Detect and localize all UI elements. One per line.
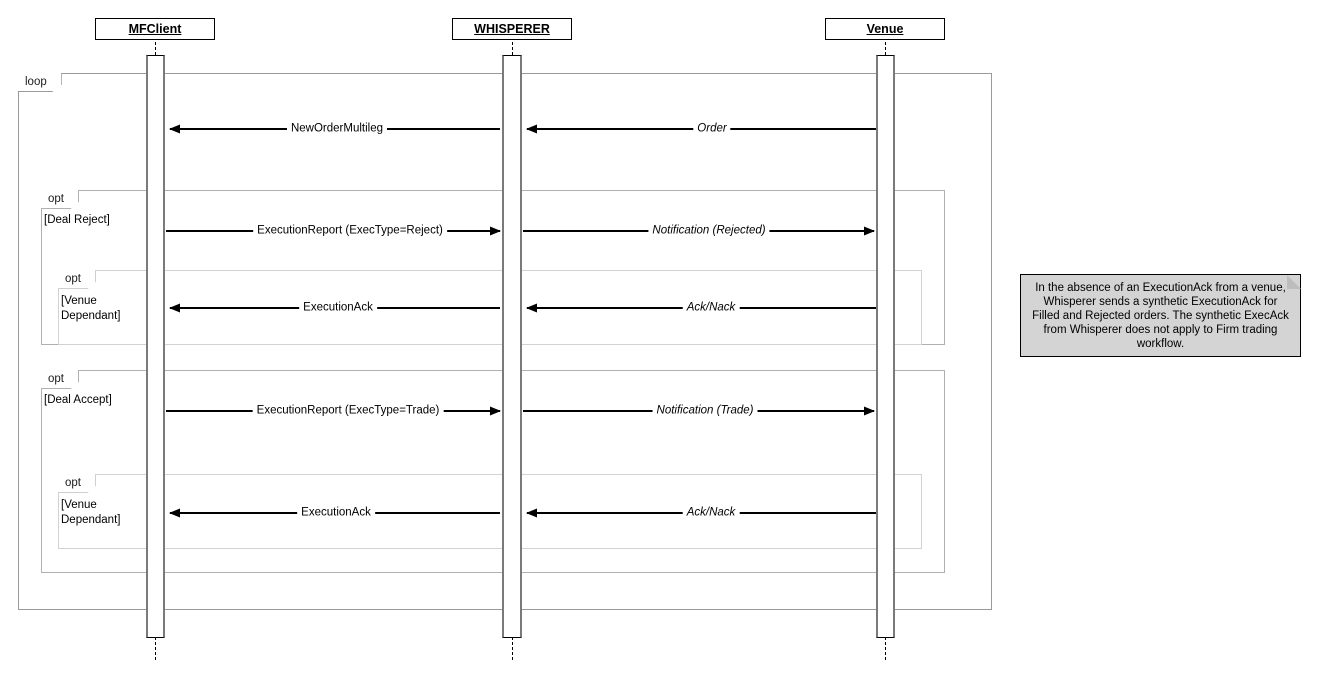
participant-label-venue: Venue [866, 22, 904, 36]
message-label-acknack-2: Ack/Nack [682, 506, 740, 520]
participant-mfclient[interactable]: MFClient [95, 18, 215, 40]
note-fold-corner-icon [1287, 275, 1301, 289]
activation-bar-mfclient [146, 55, 165, 638]
message-label-notification-rejected: Notification (Rejected) [648, 224, 770, 238]
fragment-loop-operator-tab: loop [18, 73, 62, 92]
fragment-opt-deal-accept [41, 370, 945, 573]
fragment-opt-deal-reject-guard: [Deal Reject] [44, 214, 110, 226]
message-label-executionreport-reject: ExecutionReport (ExecType=Reject) [253, 224, 447, 238]
message-label-notification-trade: Notification (Trade) [652, 404, 758, 418]
fragment-opt-venue-dependant-1-guard: [Venue Dependant] [61, 295, 121, 322]
message-label-executionack-1: ExecutionAck [299, 301, 377, 315]
fragment-opt-deal-accept-guard: [Deal Accept] [44, 394, 112, 406]
fragment-opt-venue-dependant-2-operator-tab: opt [58, 474, 96, 493]
fragment-opt-venue-dependant-1 [58, 270, 922, 345]
participant-venue[interactable]: Venue [825, 18, 945, 40]
note-synthetic-execack: In the absence of an ExecutionAck from a… [1020, 274, 1301, 357]
message-label-order: Order [693, 122, 731, 136]
fragment-opt-venue-dependant-1-operator-label: opt [65, 273, 81, 285]
fragment-opt-deal-accept-operator-label: opt [48, 373, 64, 385]
participant-whisperer[interactable]: WHISPERER [452, 18, 572, 40]
participant-label-whisperer: WHISPERER [474, 22, 550, 36]
activation-bar-venue [876, 55, 895, 638]
message-label-executionreport-trade: ExecutionReport (ExecType=Trade) [252, 404, 444, 418]
fragment-opt-venue-dependant-2-operator-label: opt [65, 477, 81, 489]
participant-label-mfclient: MFClient [128, 22, 182, 36]
message-label-acknack-1: Ack/Nack [682, 301, 740, 315]
fragment-loop-operator-label: loop [25, 76, 47, 88]
note-text: In the absence of an ExecutionAck from a… [1032, 282, 1289, 350]
activation-bar-whisperer [502, 55, 522, 638]
fragment-opt-venue-dependant-2 [58, 474, 922, 549]
message-label-newordermultileg: NewOrderMultileg [286, 122, 388, 136]
fragment-opt-deal-accept-operator-tab: opt [41, 370, 79, 389]
fragment-opt-venue-dependant-1-operator-tab: opt [58, 270, 96, 289]
fragment-opt-deal-reject-operator-label: opt [48, 193, 64, 205]
fragment-opt-deal-reject-operator-tab: opt [41, 190, 79, 209]
message-label-executionack-2: ExecutionAck [297, 506, 375, 520]
fragment-opt-venue-dependant-2-guard: [Venue Dependant] [61, 499, 121, 526]
